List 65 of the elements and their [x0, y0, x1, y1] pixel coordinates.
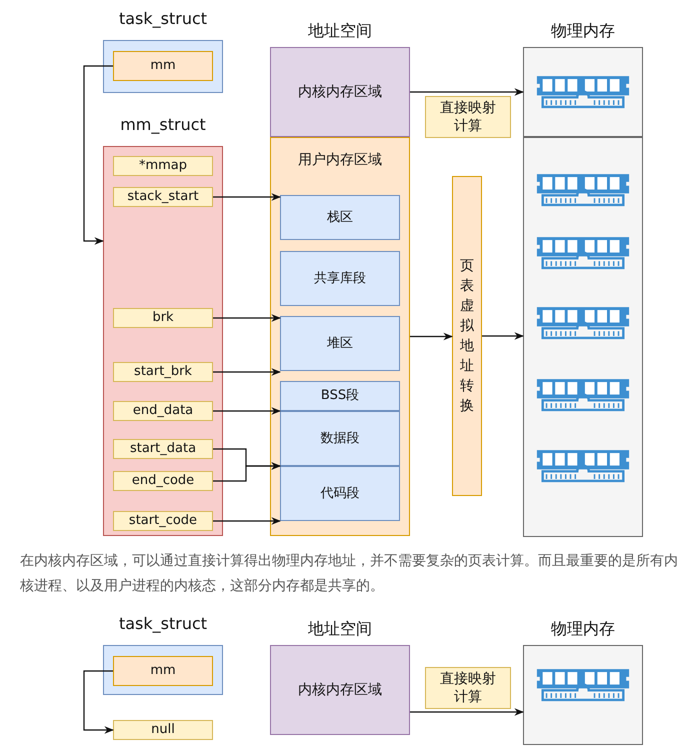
- struct-title: task_struct: [118, 614, 208, 634]
- arrow: [213, 517, 281, 525]
- field-label: start_brk: [133, 364, 193, 380]
- field-label: null: [150, 722, 176, 738]
- section-heading: 地址空间: [307, 21, 373, 41]
- segment-box: [280, 411, 400, 466]
- note-text: 直接映射计算: [440, 99, 496, 135]
- field-box: [113, 656, 213, 686]
- segment-box: [280, 316, 400, 371]
- segment-label: 堆区: [326, 336, 354, 352]
- arrow: [482, 332, 524, 340]
- arrow: [410, 88, 524, 96]
- arrow: [213, 368, 281, 376]
- field-box: [113, 187, 213, 207]
- struct-title: task_struct: [118, 9, 208, 29]
- struct-title: mm_struct: [119, 115, 207, 135]
- note-box: [425, 96, 511, 138]
- translation-bar: [452, 176, 482, 496]
- segment-label: BSS段: [320, 388, 360, 404]
- segment-label: 共享库段: [313, 270, 367, 286]
- field-label: stack_start: [126, 189, 200, 205]
- field-label: mm: [149, 58, 177, 74]
- field-box: [113, 401, 213, 421]
- arrow: [83, 670, 114, 734]
- field-label: start_code: [128, 513, 198, 529]
- field-box: [113, 308, 213, 328]
- arrow: [213, 462, 281, 482]
- field-label: brk: [151, 310, 175, 326]
- field-box: [113, 362, 213, 382]
- arrow: [213, 314, 281, 322]
- arrow: [83, 65, 113, 245]
- region-label: 内核内存区域: [297, 682, 383, 698]
- field-box: [113, 471, 213, 491]
- field-box: [113, 156, 213, 176]
- field-box: [113, 511, 213, 531]
- field-label: end_data: [132, 403, 194, 419]
- bar-label: 页表虚拟地址转换: [459, 257, 475, 416]
- segment-label: 栈区: [326, 210, 354, 226]
- region-label: 用户内存区域: [297, 152, 383, 168]
- segment-box: [280, 195, 400, 240]
- arrow: [410, 708, 524, 716]
- segment-label: 代码段: [320, 486, 360, 502]
- segment-box: [280, 381, 400, 411]
- section-heading: 地址空间: [307, 619, 373, 639]
- field-label: start_data: [128, 441, 198, 457]
- region-label: 内核内存区域: [297, 84, 383, 100]
- segment-label: 数据段: [320, 430, 360, 446]
- field-box: [113, 439, 213, 459]
- arrow: [213, 193, 281, 201]
- field-label: *mmap: [138, 158, 188, 174]
- segment-box: [280, 251, 400, 306]
- arrow: [213, 407, 281, 415]
- memory-region-box: [270, 137, 410, 536]
- caption-paragraph: 在内核内存区域，可以通过直接计算得出物理内存地址，并不需要复杂的页表计算。而且最重要的是所有内核进程、以及用户进程的内核态，这部分内存都是共享的。: [20, 552, 679, 596]
- note-box: [425, 667, 511, 709]
- field-box: [113, 51, 213, 81]
- field-box: [113, 720, 213, 740]
- note-text: 直接映射计算: [440, 670, 496, 706]
- segment-box: [280, 466, 400, 521]
- field-label: mm: [149, 663, 177, 679]
- section-heading: 物理内存: [550, 21, 616, 41]
- arrow: [410, 332, 453, 340]
- section-heading: 物理内存: [550, 619, 616, 639]
- memory-panel: [523, 137, 643, 537]
- field-label: end_code: [130, 473, 196, 489]
